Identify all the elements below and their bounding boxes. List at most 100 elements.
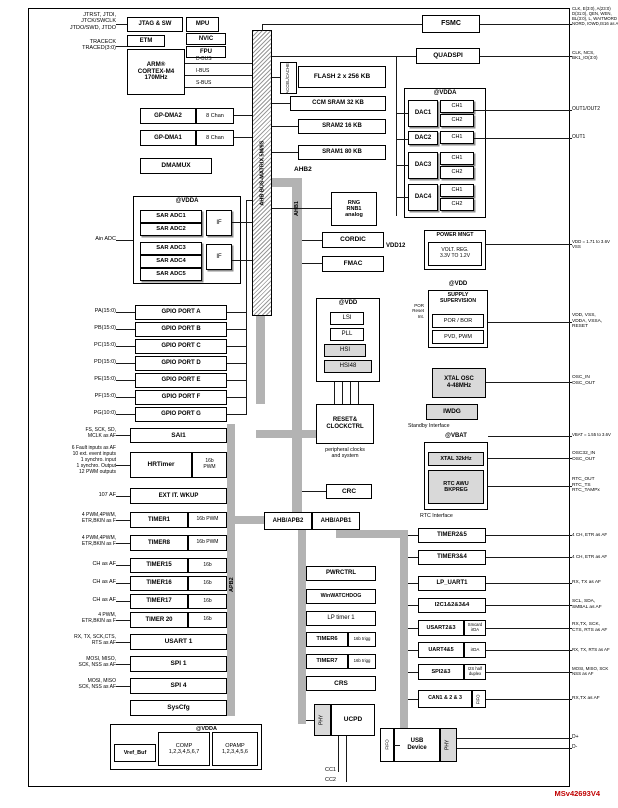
ext-it-wkup: EXT IT. WKUP bbox=[130, 488, 227, 504]
connector-48 bbox=[116, 24, 127, 25]
pin-timer17: CH as AF bbox=[92, 597, 116, 603]
connector-25 bbox=[227, 346, 246, 347]
pin-supply: VDD, VSS,VDDA, VSSA,RESET bbox=[572, 313, 603, 330]
connector-78 bbox=[488, 458, 572, 459]
pin-lpuart: RX, TX as AF bbox=[572, 580, 601, 585]
ahb2-label: AHB2 bbox=[294, 166, 312, 173]
connector-34 bbox=[350, 382, 351, 404]
gpio-port-f: GPIO PORT F bbox=[135, 390, 227, 405]
pin-extit: 107 AF bbox=[98, 492, 116, 498]
gp-dma1: GP-DMA1 bbox=[140, 130, 196, 146]
connector-9 bbox=[262, 24, 422, 25]
pin-fsmc: CLK, E(3:0), A(23:0)D(31:0), QEN, WEN,BL… bbox=[572, 6, 618, 27]
connector-8 bbox=[272, 152, 298, 153]
analog-vdda-label: @VDDA bbox=[196, 726, 217, 732]
connector-17 bbox=[272, 208, 331, 209]
connector-21 bbox=[246, 200, 247, 415]
fpu: FPU bbox=[186, 46, 226, 58]
nvic: NVIC bbox=[186, 33, 226, 45]
timer6-trigg: 16b trigg bbox=[348, 632, 376, 647]
crc: CRC bbox=[326, 484, 372, 499]
gp-dma1-chan: 8 Chan bbox=[196, 130, 234, 146]
pin-pg: PG(10:0) bbox=[93, 410, 116, 416]
connector-46 bbox=[394, 745, 400, 746]
connector-44 bbox=[408, 672, 418, 673]
connector-58 bbox=[116, 435, 130, 436]
connector-50 bbox=[116, 240, 133, 241]
connector-49 bbox=[116, 46, 127, 47]
gpio-port-g: GPIO PORT G bbox=[135, 407, 227, 422]
connector-83 bbox=[486, 605, 572, 606]
lp-timer1: LP timer 1 bbox=[306, 611, 376, 626]
win-watchdog: WinWATCHDOG bbox=[306, 589, 376, 604]
dac2-ch1: CH1 bbox=[440, 131, 474, 144]
timer6: TIMER6 bbox=[306, 632, 348, 647]
connector-73 bbox=[474, 138, 572, 139]
pll: PLL bbox=[330, 328, 364, 341]
connector-72 bbox=[474, 110, 572, 111]
connector-51 bbox=[116, 312, 135, 313]
connector-45 bbox=[408, 699, 418, 700]
timer17-b: 16b bbox=[188, 594, 227, 609]
timer17: TIMER17 bbox=[130, 594, 188, 609]
sar-adc4: SAR ADC4 bbox=[140, 255, 202, 268]
sram1: SRAM1 80 KB bbox=[298, 145, 386, 160]
connector-5 bbox=[272, 77, 280, 78]
connector-52 bbox=[116, 329, 135, 330]
timer7-trigg: 16b trigg bbox=[348, 654, 376, 669]
volt-reg: VOLT. REG.3.3V TO 1.2V bbox=[428, 242, 482, 266]
connector-67 bbox=[116, 642, 130, 643]
connector-13 bbox=[396, 113, 408, 114]
connector-43 bbox=[408, 650, 418, 651]
pin-pf: PF(15:0) bbox=[94, 393, 116, 399]
pin-i2c: SCL, SDA,SMBAL as AF bbox=[572, 599, 602, 610]
connector-77 bbox=[488, 436, 572, 437]
lp-uart1: LP_UART1 bbox=[418, 576, 486, 591]
vbat-label: @VBAT bbox=[445, 433, 467, 439]
connector-24 bbox=[227, 329, 246, 330]
ahb1-label: AHB1 bbox=[294, 201, 300, 216]
pin-pb: PB(15:0) bbox=[94, 325, 116, 331]
sar-adc3: SAR ADC3 bbox=[140, 242, 202, 255]
adc12-if: IF bbox=[206, 210, 232, 236]
connector-11 bbox=[272, 56, 416, 57]
timer1-pwm: 16b PWM bbox=[188, 512, 227, 528]
pin-dac2-out: OUT1 bbox=[572, 134, 586, 140]
connector-20 bbox=[302, 491, 326, 492]
pvd-pwm: PVD, PWM bbox=[432, 330, 484, 344]
d-bus-label: D-BUS bbox=[196, 56, 212, 62]
supply-vdd-label: @VDD bbox=[448, 281, 468, 287]
connector-70 bbox=[480, 24, 572, 25]
connector-63 bbox=[116, 565, 130, 566]
reset-clockctrl: RESET&CLOCKCTRL bbox=[316, 404, 374, 444]
connector-76 bbox=[486, 382, 572, 383]
vdd12-label: VDD12 bbox=[386, 243, 406, 249]
connector-42 bbox=[408, 628, 418, 629]
connector-2 bbox=[185, 87, 252, 88]
pin-quadspi: CLK, NCS,BK1_IO(3:0) bbox=[572, 50, 598, 61]
dac-vdda-label: @VDDA bbox=[433, 90, 457, 96]
hsi48: HSI48 bbox=[324, 360, 372, 373]
can-fifo: FIFO bbox=[472, 690, 486, 708]
fmac: FMAC bbox=[322, 256, 384, 272]
connector-10 bbox=[262, 24, 263, 31]
connector-68 bbox=[116, 664, 130, 665]
pin-sai1: FS, SCK, SD,MCLK as AF bbox=[85, 427, 116, 439]
connector-55 bbox=[116, 380, 135, 381]
connector-81 bbox=[486, 557, 572, 558]
connector-35 bbox=[358, 382, 359, 404]
por-bor: POR / BOR bbox=[432, 314, 484, 328]
connector-41 bbox=[408, 605, 418, 606]
watermark: MSv42693V4 bbox=[554, 789, 600, 798]
connector-66 bbox=[116, 620, 130, 621]
fsmc: FSMC bbox=[422, 15, 480, 33]
connector-79 bbox=[488, 486, 572, 487]
connector-86 bbox=[486, 672, 572, 673]
